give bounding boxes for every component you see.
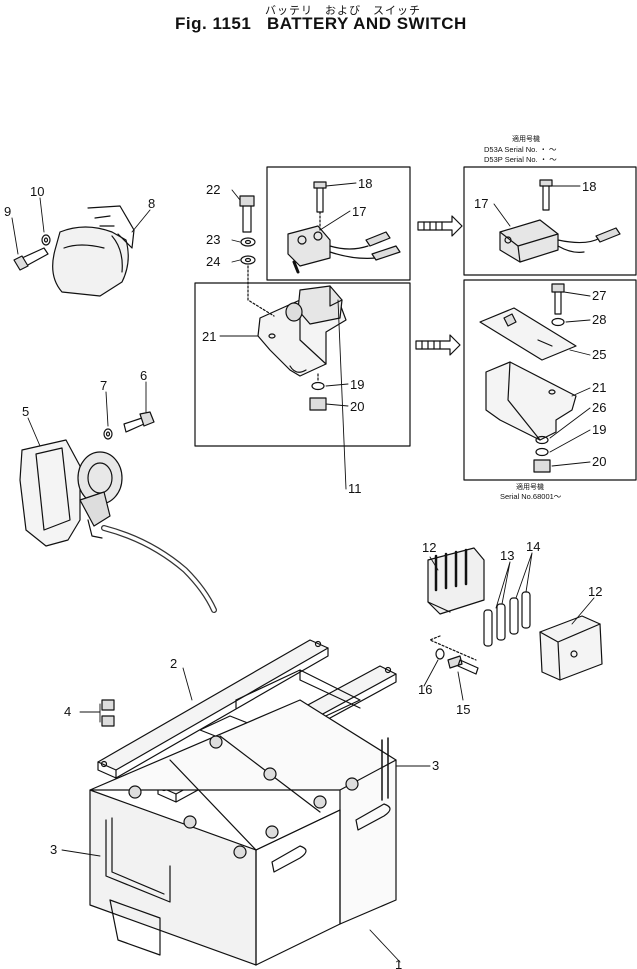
part-21-bracket-right xyxy=(485,361,577,441)
callout-18-right: 18 xyxy=(582,179,596,194)
part-25-plate xyxy=(479,307,577,361)
callout-24: 24 xyxy=(206,254,220,269)
callout-21-right: 21 xyxy=(592,380,606,395)
right-lower-box xyxy=(463,279,637,481)
part-24-washer xyxy=(240,255,256,265)
part-4-nuts xyxy=(101,699,115,727)
part-3-hook-bolt-left xyxy=(105,817,171,956)
callout-14: 14 xyxy=(526,539,540,554)
part-16-washer xyxy=(435,648,445,660)
part-10-washer xyxy=(41,234,51,246)
part-18-screw xyxy=(313,181,327,213)
figure-title: Fig. 1151 BATTERY AND SWITCH xyxy=(175,14,467,33)
part-20-nut-left xyxy=(309,397,327,411)
callout-10: 10 xyxy=(30,184,44,199)
callout-19-right: 19 xyxy=(592,422,606,437)
callout-3-left: 3 xyxy=(50,842,57,857)
part-17-toggle-switch xyxy=(287,225,401,274)
upper-note-line2: D53P Serial No. ・ ～ xyxy=(484,155,557,164)
right-upper-box xyxy=(463,166,637,276)
part-14-fuses xyxy=(509,591,531,635)
lower-note-japanese: 適用号機 xyxy=(516,482,544,491)
arrow-upper xyxy=(417,215,463,237)
part-9-bolt xyxy=(13,247,49,271)
part-28-washer xyxy=(551,317,565,327)
part-19-washer-left xyxy=(311,381,325,391)
upper-note-japanese: 適用号機 xyxy=(512,134,540,143)
callout-25: 25 xyxy=(592,347,606,362)
callout-23: 23 xyxy=(206,232,220,247)
part-15-bolt xyxy=(447,655,479,675)
callout-28: 28 xyxy=(592,312,606,327)
part-7-washer xyxy=(103,428,113,440)
callout-11: 11 xyxy=(348,481,362,496)
part-19-washer-right xyxy=(535,447,549,457)
callout-8: 8 xyxy=(148,196,155,211)
callout-labels: 1 2 3 3 4 5 6 7 8 9 10 11 12 12 13 14 15… xyxy=(4,176,606,969)
lower-note-line1: Serial No.68001～ xyxy=(500,492,562,501)
part-17-toggle-switch-right xyxy=(499,219,621,263)
part-18-screw-right xyxy=(539,179,553,211)
part-11-push-switch xyxy=(285,285,343,325)
part-13-fuses xyxy=(483,603,506,647)
callout-15: 15 xyxy=(456,702,470,717)
callout-1: 1 xyxy=(395,957,402,969)
arrow-lower xyxy=(415,334,461,356)
callout-2: 2 xyxy=(170,656,177,671)
callout-12-cover: 12 xyxy=(588,584,602,599)
callout-6: 6 xyxy=(140,368,147,383)
part-3-hook-bolt-right xyxy=(381,737,389,801)
callout-7: 7 xyxy=(100,378,107,393)
callout-20-left: 20 xyxy=(350,399,364,414)
callout-12-block: 12 xyxy=(422,540,436,555)
callout-17-left: 17 xyxy=(352,204,366,219)
part-27-bolt xyxy=(551,283,565,315)
part-26-washer xyxy=(535,435,549,445)
callout-3-right: 3 xyxy=(432,758,439,773)
callout-26: 26 xyxy=(592,400,606,415)
upper-note-line1: D53A Serial No. ・ ～ xyxy=(484,145,557,154)
callout-4: 4 xyxy=(64,704,71,719)
switch-inset-box xyxy=(194,166,411,447)
callout-19-left: 19 xyxy=(350,377,364,392)
callout-22: 22 xyxy=(206,182,220,197)
callout-5: 5 xyxy=(22,404,29,419)
part-23-washer xyxy=(240,237,256,247)
callout-21-left: 21 xyxy=(202,329,216,344)
callout-16: 16 xyxy=(418,682,432,697)
callout-13: 13 xyxy=(500,548,514,563)
part-5-battery-relay xyxy=(19,439,217,613)
callout-27: 27 xyxy=(592,288,606,303)
figure-title-japanese: バッテリ および スイッチ xyxy=(265,4,421,17)
part-12-fuse-cover xyxy=(539,615,603,681)
callout-20-right: 20 xyxy=(592,454,606,469)
callout-9: 9 xyxy=(4,204,11,219)
part-6-bolt xyxy=(123,411,155,433)
part-20-nut-right xyxy=(533,459,551,473)
part-1-batteries xyxy=(89,699,397,966)
applicability-notes: 適用号機 D53A Serial No. ・ ～ D53P Serial No.… xyxy=(484,134,562,501)
callout-17-right: 17 xyxy=(474,196,488,211)
part-12-fuse-block xyxy=(427,547,485,615)
part-8-horn-cover xyxy=(52,205,135,297)
leader-lines xyxy=(11,182,595,963)
part-22-bolt xyxy=(239,195,255,233)
callout-18-left: 18 xyxy=(358,176,372,191)
